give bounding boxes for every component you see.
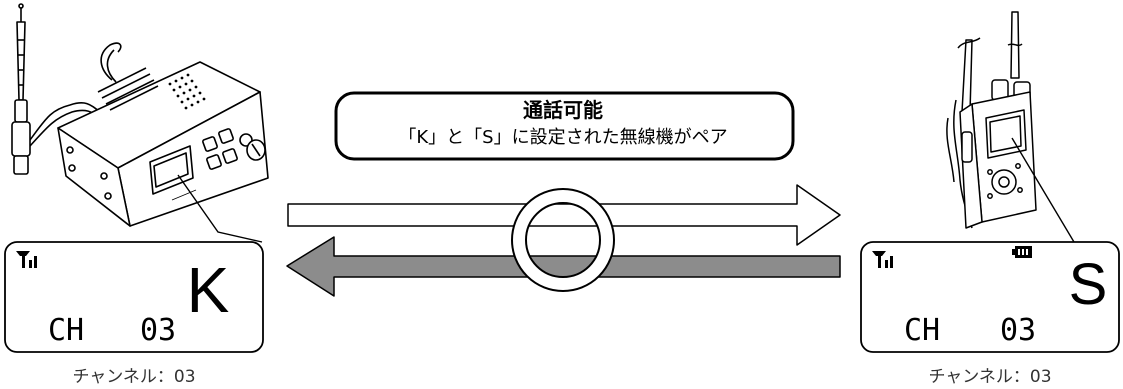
arrow-return xyxy=(286,236,841,297)
antenna xyxy=(11,3,103,175)
radio-body xyxy=(57,61,269,227)
channel-caption-left: チャンネル：03 xyxy=(72,367,195,387)
signal-strength-icon xyxy=(872,251,893,268)
lcd-channel-value: 03 xyxy=(1000,313,1036,348)
lcd-mode-letter: S xyxy=(1069,252,1108,317)
bubble-subtitle: 「K」と「S」に設定された無線機がペア xyxy=(398,127,727,148)
lcd-mode-letter: K xyxy=(187,254,230,326)
ring-icon xyxy=(511,188,615,292)
lcd-display-left: K CH 03 xyxy=(4,241,264,353)
arrow-outgoing xyxy=(287,184,841,246)
bubble-title: 通話可能 xyxy=(523,98,603,122)
signal-strength-icon xyxy=(16,251,37,268)
lcd-channel-label: CH xyxy=(48,313,84,348)
lcd-channel-value: 03 xyxy=(140,313,176,348)
pairing-bubble: 通話可能 「K」と「S」に設定された無線機がペア xyxy=(334,91,795,161)
mobile-radio xyxy=(11,3,269,227)
callout-line-right xyxy=(1011,137,1075,243)
handheld-radio xyxy=(946,11,1037,229)
lcd-channel-label: CH xyxy=(904,313,940,348)
lcd-display-right: S CH 03 xyxy=(860,241,1120,353)
callout-line-left xyxy=(177,174,263,243)
battery-icon xyxy=(1012,246,1032,258)
channel-caption-right: チャンネル：03 xyxy=(928,367,1051,387)
